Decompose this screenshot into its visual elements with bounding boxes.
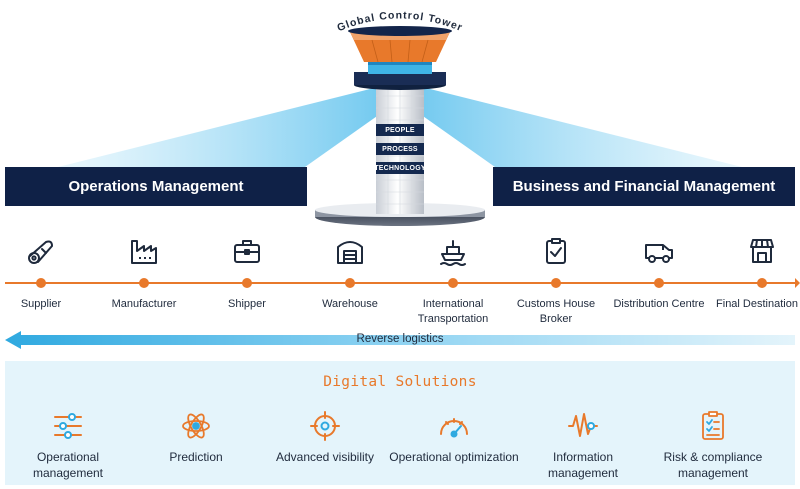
stage-distribution-centre: Distribution Centre: [613, 298, 705, 310]
timeline-dot: [448, 278, 458, 288]
van-icon: [645, 244, 673, 263]
tower-tag-process: PROCESS: [376, 143, 424, 155]
warehouse-icon: [337, 241, 363, 264]
stage-international-transportation: International Transportation: [417, 298, 489, 325]
ship-icon: [440, 240, 466, 266]
operations-management-banner: Operations Management: [5, 167, 307, 206]
stage-warehouse: Warehouse: [322, 298, 378, 310]
sliders-icon: [54, 413, 82, 439]
digital-solutions-panel: [5, 361, 795, 485]
log-icon: [28, 240, 53, 264]
solution-operational-optimization: Operational optimization: [389, 450, 519, 464]
business-financial-management-banner: Business and Financial Management: [493, 167, 795, 206]
solution-prediction: Prediction: [169, 450, 223, 464]
timeline-dot: [551, 278, 561, 288]
timeline-dot: [36, 278, 46, 288]
solution-risk-compliance-management: Risk & compliance management: [663, 450, 763, 480]
tower-tag-people: PEOPLE: [376, 124, 424, 136]
reverse-logistics-label: Reverse logistics: [356, 333, 444, 345]
digital-solutions-title: Digital Solutions: [323, 374, 477, 390]
stage-shipper: Shipper: [228, 298, 266, 310]
gauge-icon: [440, 418, 468, 438]
solution-operational-management: Operational management: [32, 450, 104, 480]
right-light-beam: [420, 87, 742, 167]
briefcase-icon: [234, 240, 260, 263]
timeline-dot: [654, 278, 664, 288]
solution-information-management: Information management: [547, 450, 619, 480]
timeline-dot: [139, 278, 149, 288]
factory-icon: [131, 240, 157, 264]
tower-tag-technology: TECHNOLOGY: [374, 162, 426, 174]
clipboard-icon: [546, 238, 566, 264]
waveform-icon: [568, 413, 598, 437]
control-tower-graphic: Global Control Tower: [58, 9, 742, 226]
stage-manufacturer: Manufacturer: [111, 298, 177, 310]
stage-supplier: Supplier: [20, 298, 62, 310]
supply-chain-timeline: [5, 278, 800, 288]
target-icon: [310, 411, 340, 441]
left-light-beam: [58, 87, 380, 167]
checklist-icon: [702, 411, 724, 440]
store-icon: [750, 239, 774, 263]
stage-final-destination: Final Destination: [716, 298, 798, 310]
solution-advanced-visibility: Advanced visibility: [275, 450, 375, 464]
timeline-dot: [242, 278, 252, 288]
atom-icon: [182, 413, 210, 439]
timeline-dot: [345, 278, 355, 288]
stage-customs-house-broker: Customs House Broker: [516, 298, 596, 325]
timeline-dot: [757, 278, 767, 288]
reverse-logistics-arrow: [5, 331, 795, 349]
